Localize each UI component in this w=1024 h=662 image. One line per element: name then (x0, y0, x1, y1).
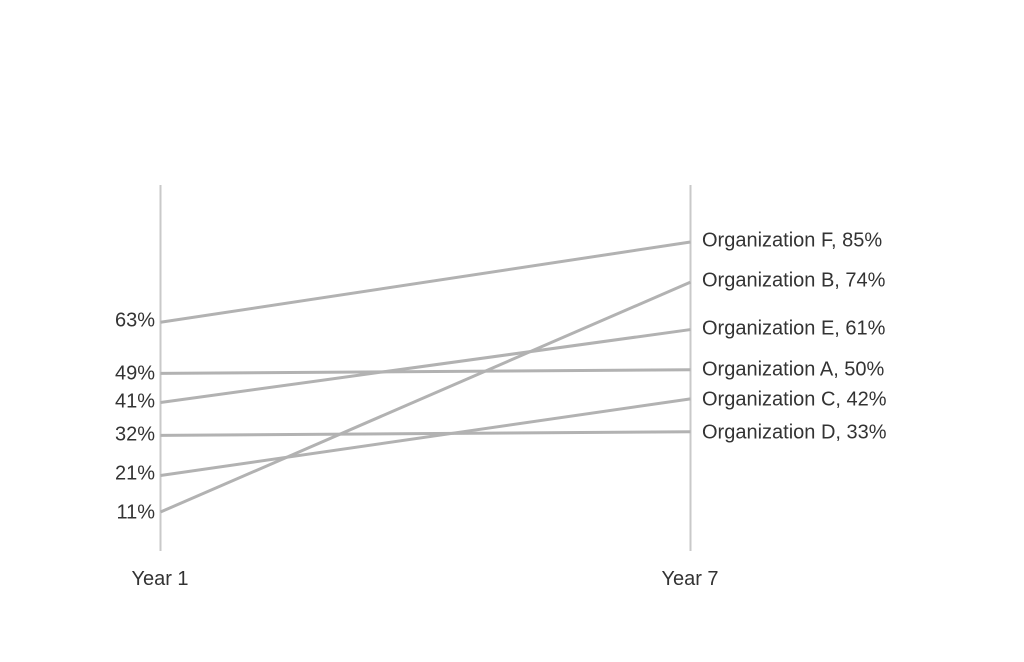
series-line (160, 328, 691, 405)
left-value-label: 21% (114, 462, 155, 485)
right-series-label: Organization C, 42% (702, 388, 887, 411)
category-label-right: Year 7 (661, 568, 719, 590)
right-series-label: Organization E, 61% (702, 317, 886, 340)
left-value-label: 49% (114, 362, 155, 385)
series-line (159, 280, 692, 514)
series-line-group (159, 240, 692, 514)
left-value-label: 63% (114, 309, 155, 332)
series-line (160, 240, 691, 324)
right-series-label: Organization D, 33% (702, 421, 887, 444)
series-line (160, 430, 691, 437)
right-series-label: Organization F, 85% (702, 229, 883, 252)
left-value-label: 41% (114, 390, 155, 413)
right-series-label: Organization B, 74% (702, 269, 886, 292)
left-value-label: 11% (116, 501, 155, 524)
series-line (160, 397, 691, 477)
left-value-label: 32% (114, 423, 155, 446)
category-label-left: Year 1 (131, 568, 189, 590)
series-line (160, 368, 691, 375)
right-series-label: Organization A, 50% (702, 358, 885, 381)
